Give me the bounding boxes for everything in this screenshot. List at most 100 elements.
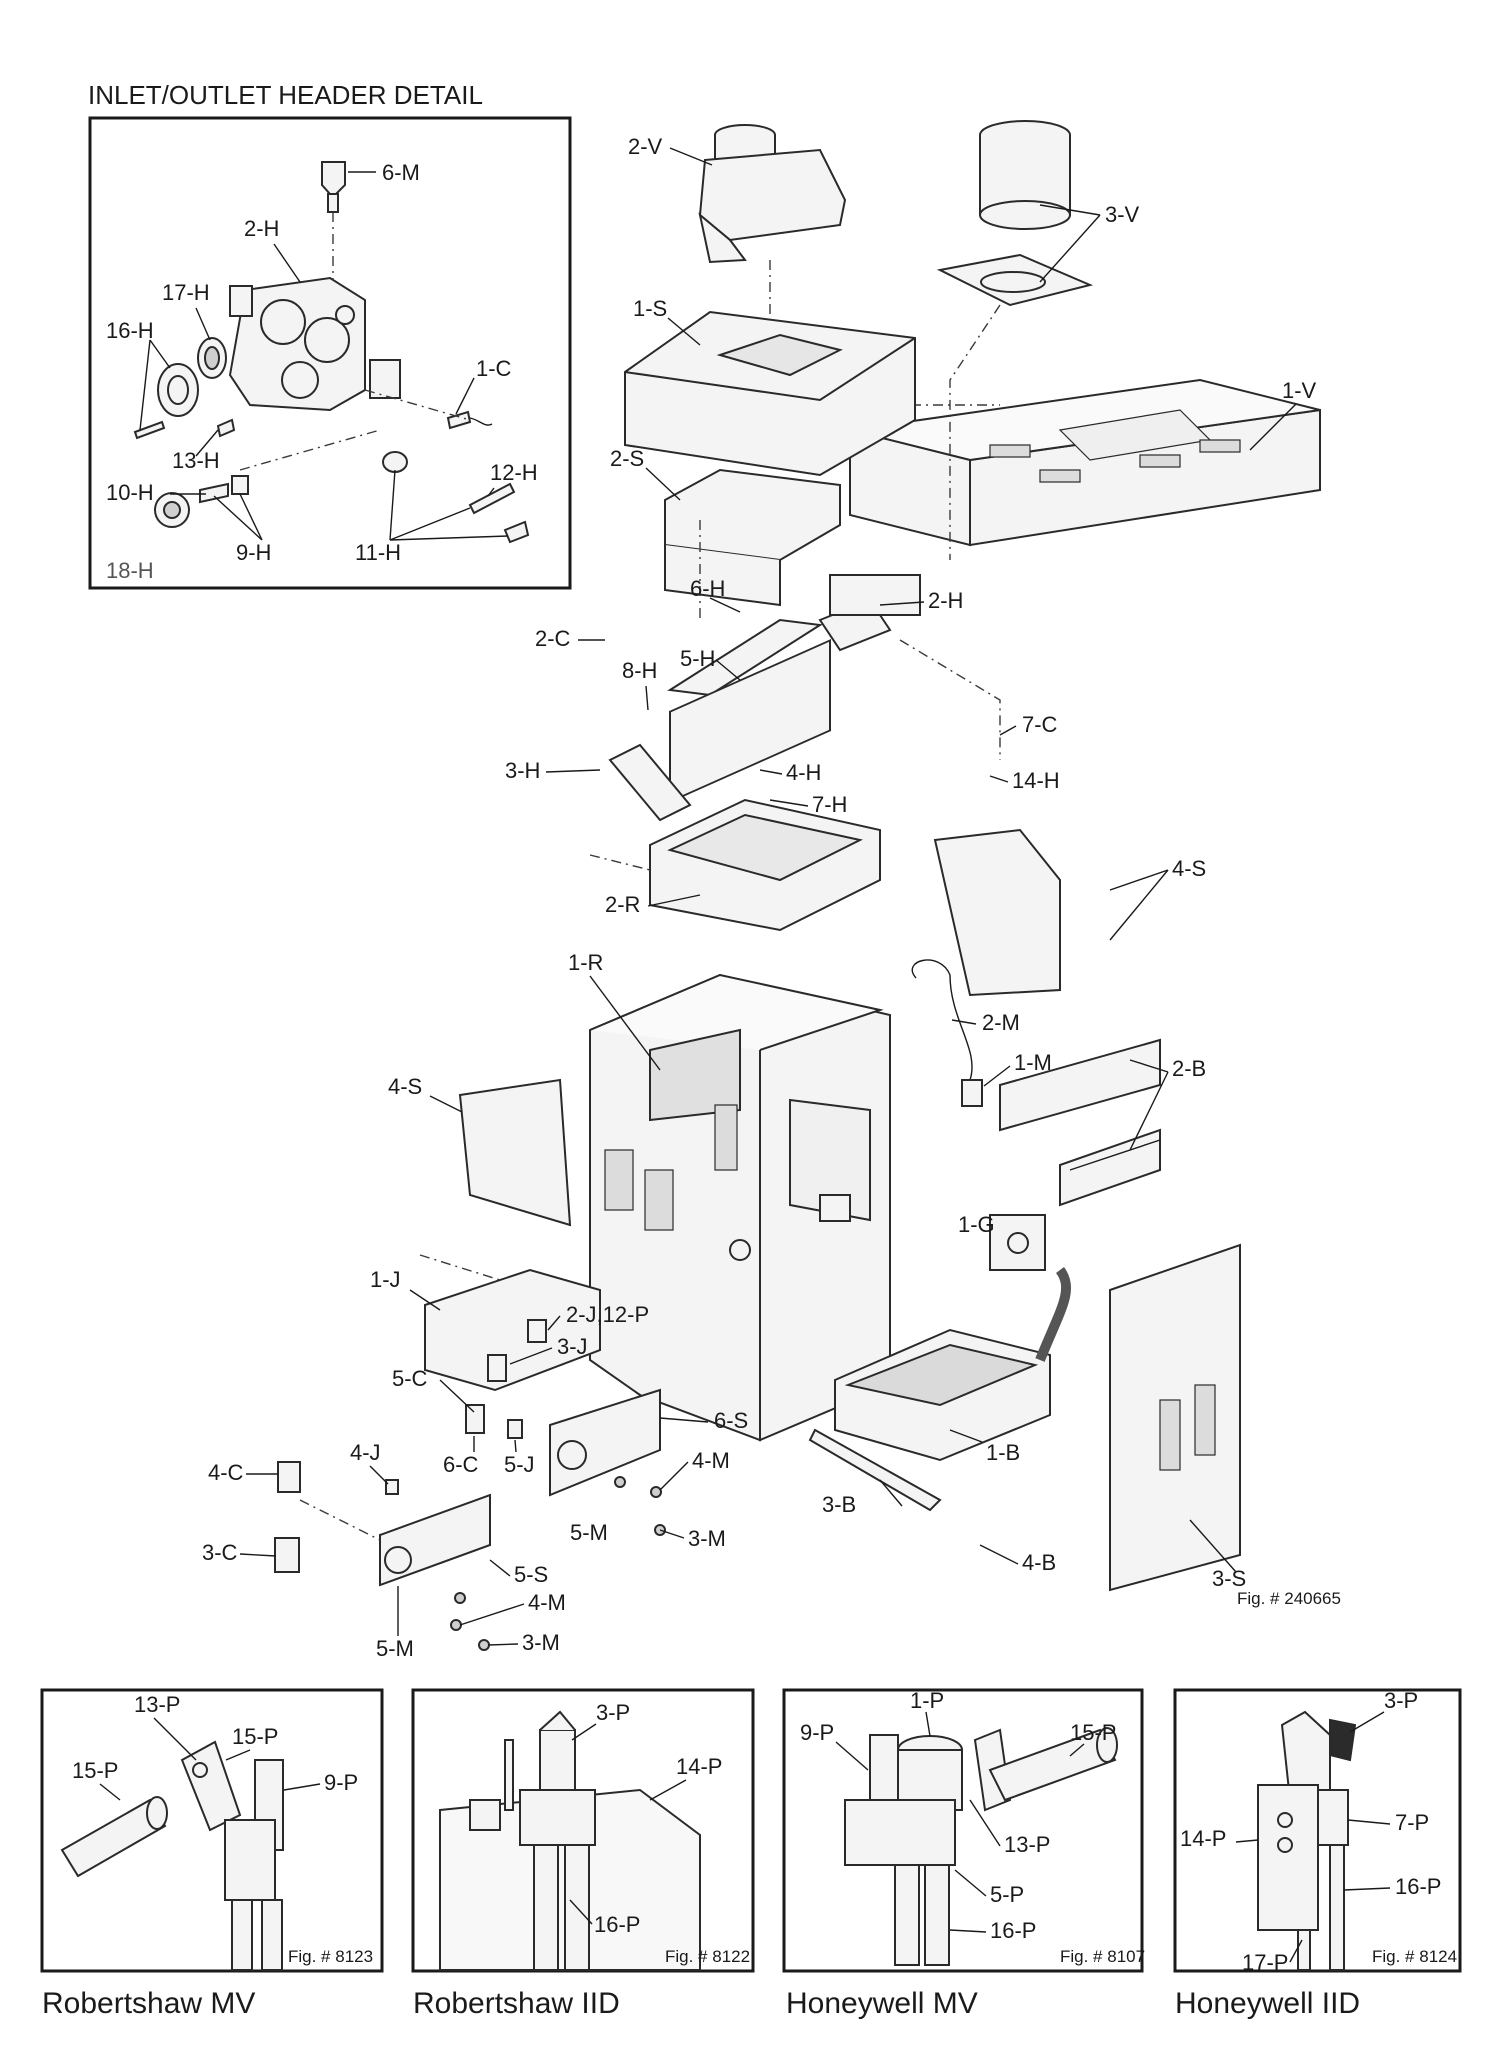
label-6-s: 6-S xyxy=(714,1408,748,1433)
label-2-h-main: 2-H xyxy=(928,588,963,613)
label-6-c: 6-C xyxy=(443,1452,479,1477)
label-17-h: 17-H xyxy=(162,280,210,305)
inset1-label-15-p-left: 15-P xyxy=(72,1758,118,1783)
label-1-j: 1-J xyxy=(370,1267,401,1292)
inset4-label-17-p: 17-P xyxy=(1242,1950,1288,1975)
label-8-h: 8-H xyxy=(622,658,657,683)
label-5-h: 5-H xyxy=(680,646,715,671)
inset1-label-9-p: 9-P xyxy=(324,1770,358,1795)
label-9-h: 9-H xyxy=(236,540,271,565)
inset4-label-14-p: 14-P xyxy=(1180,1826,1226,1851)
label-5-c: 5-C xyxy=(392,1366,428,1391)
label-12-h: 12-H xyxy=(490,460,538,485)
inset3-title: Honeywell MV xyxy=(786,1987,978,2020)
label-4-b: 4-B xyxy=(1022,1550,1056,1575)
label-4-j: 4-J xyxy=(350,1440,381,1465)
inset4-label-7-p: 7-P xyxy=(1395,1810,1429,1835)
label-4-s-left: 4-S xyxy=(388,1074,422,1099)
inset3-label-13-p: 13-P xyxy=(1004,1832,1050,1857)
label-4-c: 4-C xyxy=(208,1460,244,1485)
label-3-m-lower: 3-M xyxy=(522,1630,560,1655)
front-controls-labels: 1-J 2-J,12-P 3-J 5-C 6-C 5-J 4-J 4-C 3-C… xyxy=(202,1267,748,1661)
label-5-m-lower: 5-M xyxy=(376,1636,414,1661)
inset4-label-3-p: 3-P xyxy=(1384,1688,1418,1713)
inset1-title: Robertshaw MV xyxy=(42,1987,255,2020)
inset1-label-15-p-top: 15-P xyxy=(232,1724,278,1749)
label-1-s: 1-S xyxy=(633,296,667,321)
label-3-c: 3-C xyxy=(202,1540,238,1565)
inset2-label-14-p: 14-P xyxy=(676,1754,722,1779)
header-detail-labels: 6-M 2-H 17-H 16-H 1-C 13-H 12-H 10-H 9-H… xyxy=(106,160,538,583)
inset4-label-16-p: 16-P xyxy=(1395,1874,1441,1899)
inset-honeywell-mv: 1-P 9-P 15-P 13-P 5-P 16-P Honeywell MV … xyxy=(782,1688,1145,2020)
inset3-label-16-p: 16-P xyxy=(990,1918,1036,1943)
label-2-s: 2-S xyxy=(610,446,644,471)
inset4-title: Honeywell IID xyxy=(1175,1987,1360,2020)
label-7-c: 7-C xyxy=(1022,712,1058,737)
main-figure-ref: Fig. # 240665 xyxy=(1237,1589,1341,1608)
label-3-v: 3-V xyxy=(1105,202,1140,227)
label-1-g: 1-G xyxy=(958,1212,995,1237)
label-1-c: 1-C xyxy=(476,356,512,381)
inset3-label-9-p: 9-P xyxy=(800,1720,834,1745)
label-11-h: 11-H xyxy=(355,540,401,565)
label-5-j: 5-J xyxy=(504,1452,535,1477)
label-2-c: 2-C xyxy=(535,626,571,651)
inset1-fig: Fig. # 8123 xyxy=(288,1947,373,1966)
label-10-h: 10-H xyxy=(106,480,154,505)
inset3-label-15-p: 15-P xyxy=(1070,1720,1116,1745)
label-6-h: 6-H xyxy=(690,576,725,601)
label-2-h-detail: 2-H xyxy=(244,216,279,241)
label-2-j-12-p: 2-J,12-P xyxy=(566,1302,649,1327)
label-5-s: 5-S xyxy=(514,1562,548,1587)
inset1-label-13-p: 13-P xyxy=(134,1692,180,1717)
header-detail-frame xyxy=(88,116,572,590)
cabinet-labels: 1-R 4-S xyxy=(388,950,661,1113)
label-1-v: 1-V xyxy=(1282,378,1317,403)
inset2-title: Robertshaw IID xyxy=(413,1987,620,2020)
label-3-b: 3-B xyxy=(822,1492,856,1517)
label-2-m: 2-M xyxy=(982,1010,1020,1035)
inset2-fig: Fig. # 8122 xyxy=(665,1947,750,1966)
inset2-label-3-p: 3-P xyxy=(596,1700,630,1725)
label-2-r: 2-R xyxy=(605,892,640,917)
label-4-m-upper: 4-M xyxy=(692,1448,730,1473)
label-18-h: 18-H xyxy=(106,558,154,583)
right-controls-drawing xyxy=(808,959,1241,1592)
inset3-label-5-p: 5-P xyxy=(990,1882,1024,1907)
right-controls-labels: 2-M 1-M 2-B 1-G 1-B 3-B 4-B 3-S xyxy=(822,1010,1246,1591)
vent-labels: 2-V 3-V 1-V xyxy=(628,134,1317,451)
label-1-m: 1-M xyxy=(1014,1050,1052,1075)
label-13-h: 13-H xyxy=(172,448,220,473)
label-3-s: 3-S xyxy=(1212,1566,1246,1591)
inset4-fig: Fig. # 8124 xyxy=(1372,1947,1457,1966)
inset-robertshaw-iid: 3-P 14-P 16-P Robertshaw IID Fig. # 8122 xyxy=(411,1688,755,2020)
inset-robertshaw-mv: 13-P 15-P 15-P 9-P Robertshaw MV Fig. # … xyxy=(40,1688,384,2020)
label-14-h: 14-H xyxy=(1012,768,1060,793)
shell-top-labels: 1-S 2-S 6-H 2-H 2-C 5-H 8-H 7-C 14-H 3-H… xyxy=(505,296,1206,941)
label-4-h: 4-H xyxy=(786,760,821,785)
inset2-label-16-p: 16-P xyxy=(594,1912,640,1937)
label-2-b: 2-B xyxy=(1172,1056,1206,1081)
label-1-b: 1-B xyxy=(986,1440,1020,1465)
label-4-s-right: 4-S xyxy=(1172,856,1206,881)
label-3-j: 3-J xyxy=(557,1334,588,1359)
label-16-h: 16-H xyxy=(106,318,154,343)
shell-top-drawing xyxy=(589,310,1061,997)
inset3-fig: Fig. # 8107 xyxy=(1060,1947,1145,1966)
header-body-drawing xyxy=(133,161,530,544)
label-5-m-upper: 5-M xyxy=(570,1520,608,1545)
label-2-v: 2-V xyxy=(628,134,663,159)
vent-drawing xyxy=(698,120,1321,560)
front-controls-drawing xyxy=(274,1254,666,1651)
inset3-label-1-p: 1-P xyxy=(910,1688,944,1713)
label-3-h: 3-H xyxy=(505,758,540,783)
label-4-m-lower: 4-M xyxy=(528,1590,566,1615)
label-6-m: 6-M xyxy=(382,160,420,185)
label-1-r: 1-R xyxy=(568,950,603,975)
label-3-m-upper: 3-M xyxy=(688,1526,726,1551)
label-7-h: 7-H xyxy=(812,792,847,817)
inset-honeywell-iid: 3-P 14-P 7-P 16-P 17-P Honeywell IID Fig… xyxy=(1173,1688,1462,2020)
header-detail-title: INLET/OUTLET HEADER DETAIL xyxy=(88,80,483,110)
